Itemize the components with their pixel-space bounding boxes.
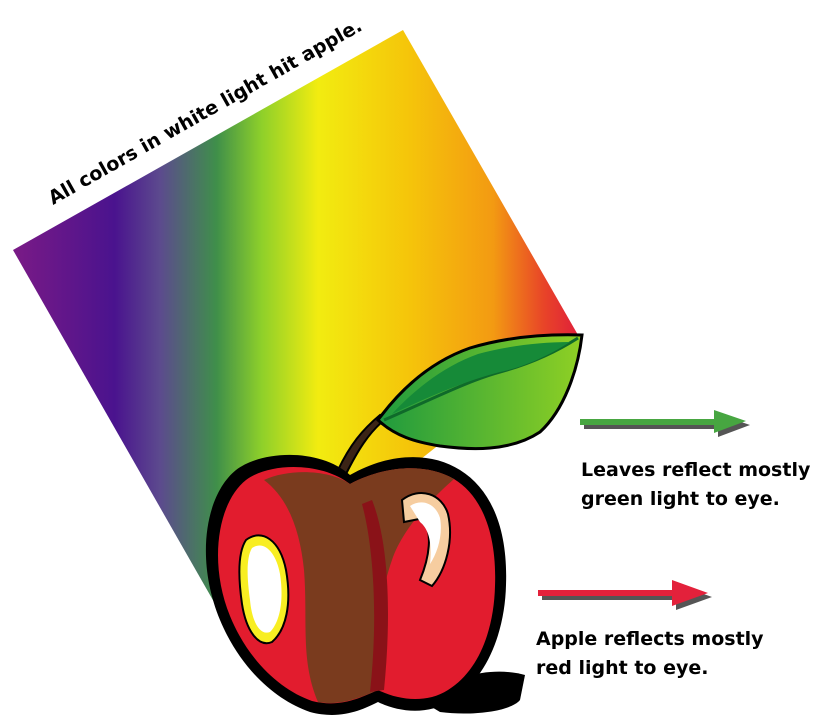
red-arrow — [538, 580, 712, 610]
leaf-note-line1: Leaves reflect mostly — [581, 459, 811, 481]
red-arrow-body — [538, 580, 708, 606]
leaf-note-line2: green light to eye. — [581, 488, 780, 510]
apple-note-line2: red light to eye. — [536, 657, 708, 679]
green-arrow — [580, 410, 750, 437]
apple-note-line1: Apple reflects mostly — [536, 628, 764, 650]
green-arrow-body — [580, 410, 746, 433]
